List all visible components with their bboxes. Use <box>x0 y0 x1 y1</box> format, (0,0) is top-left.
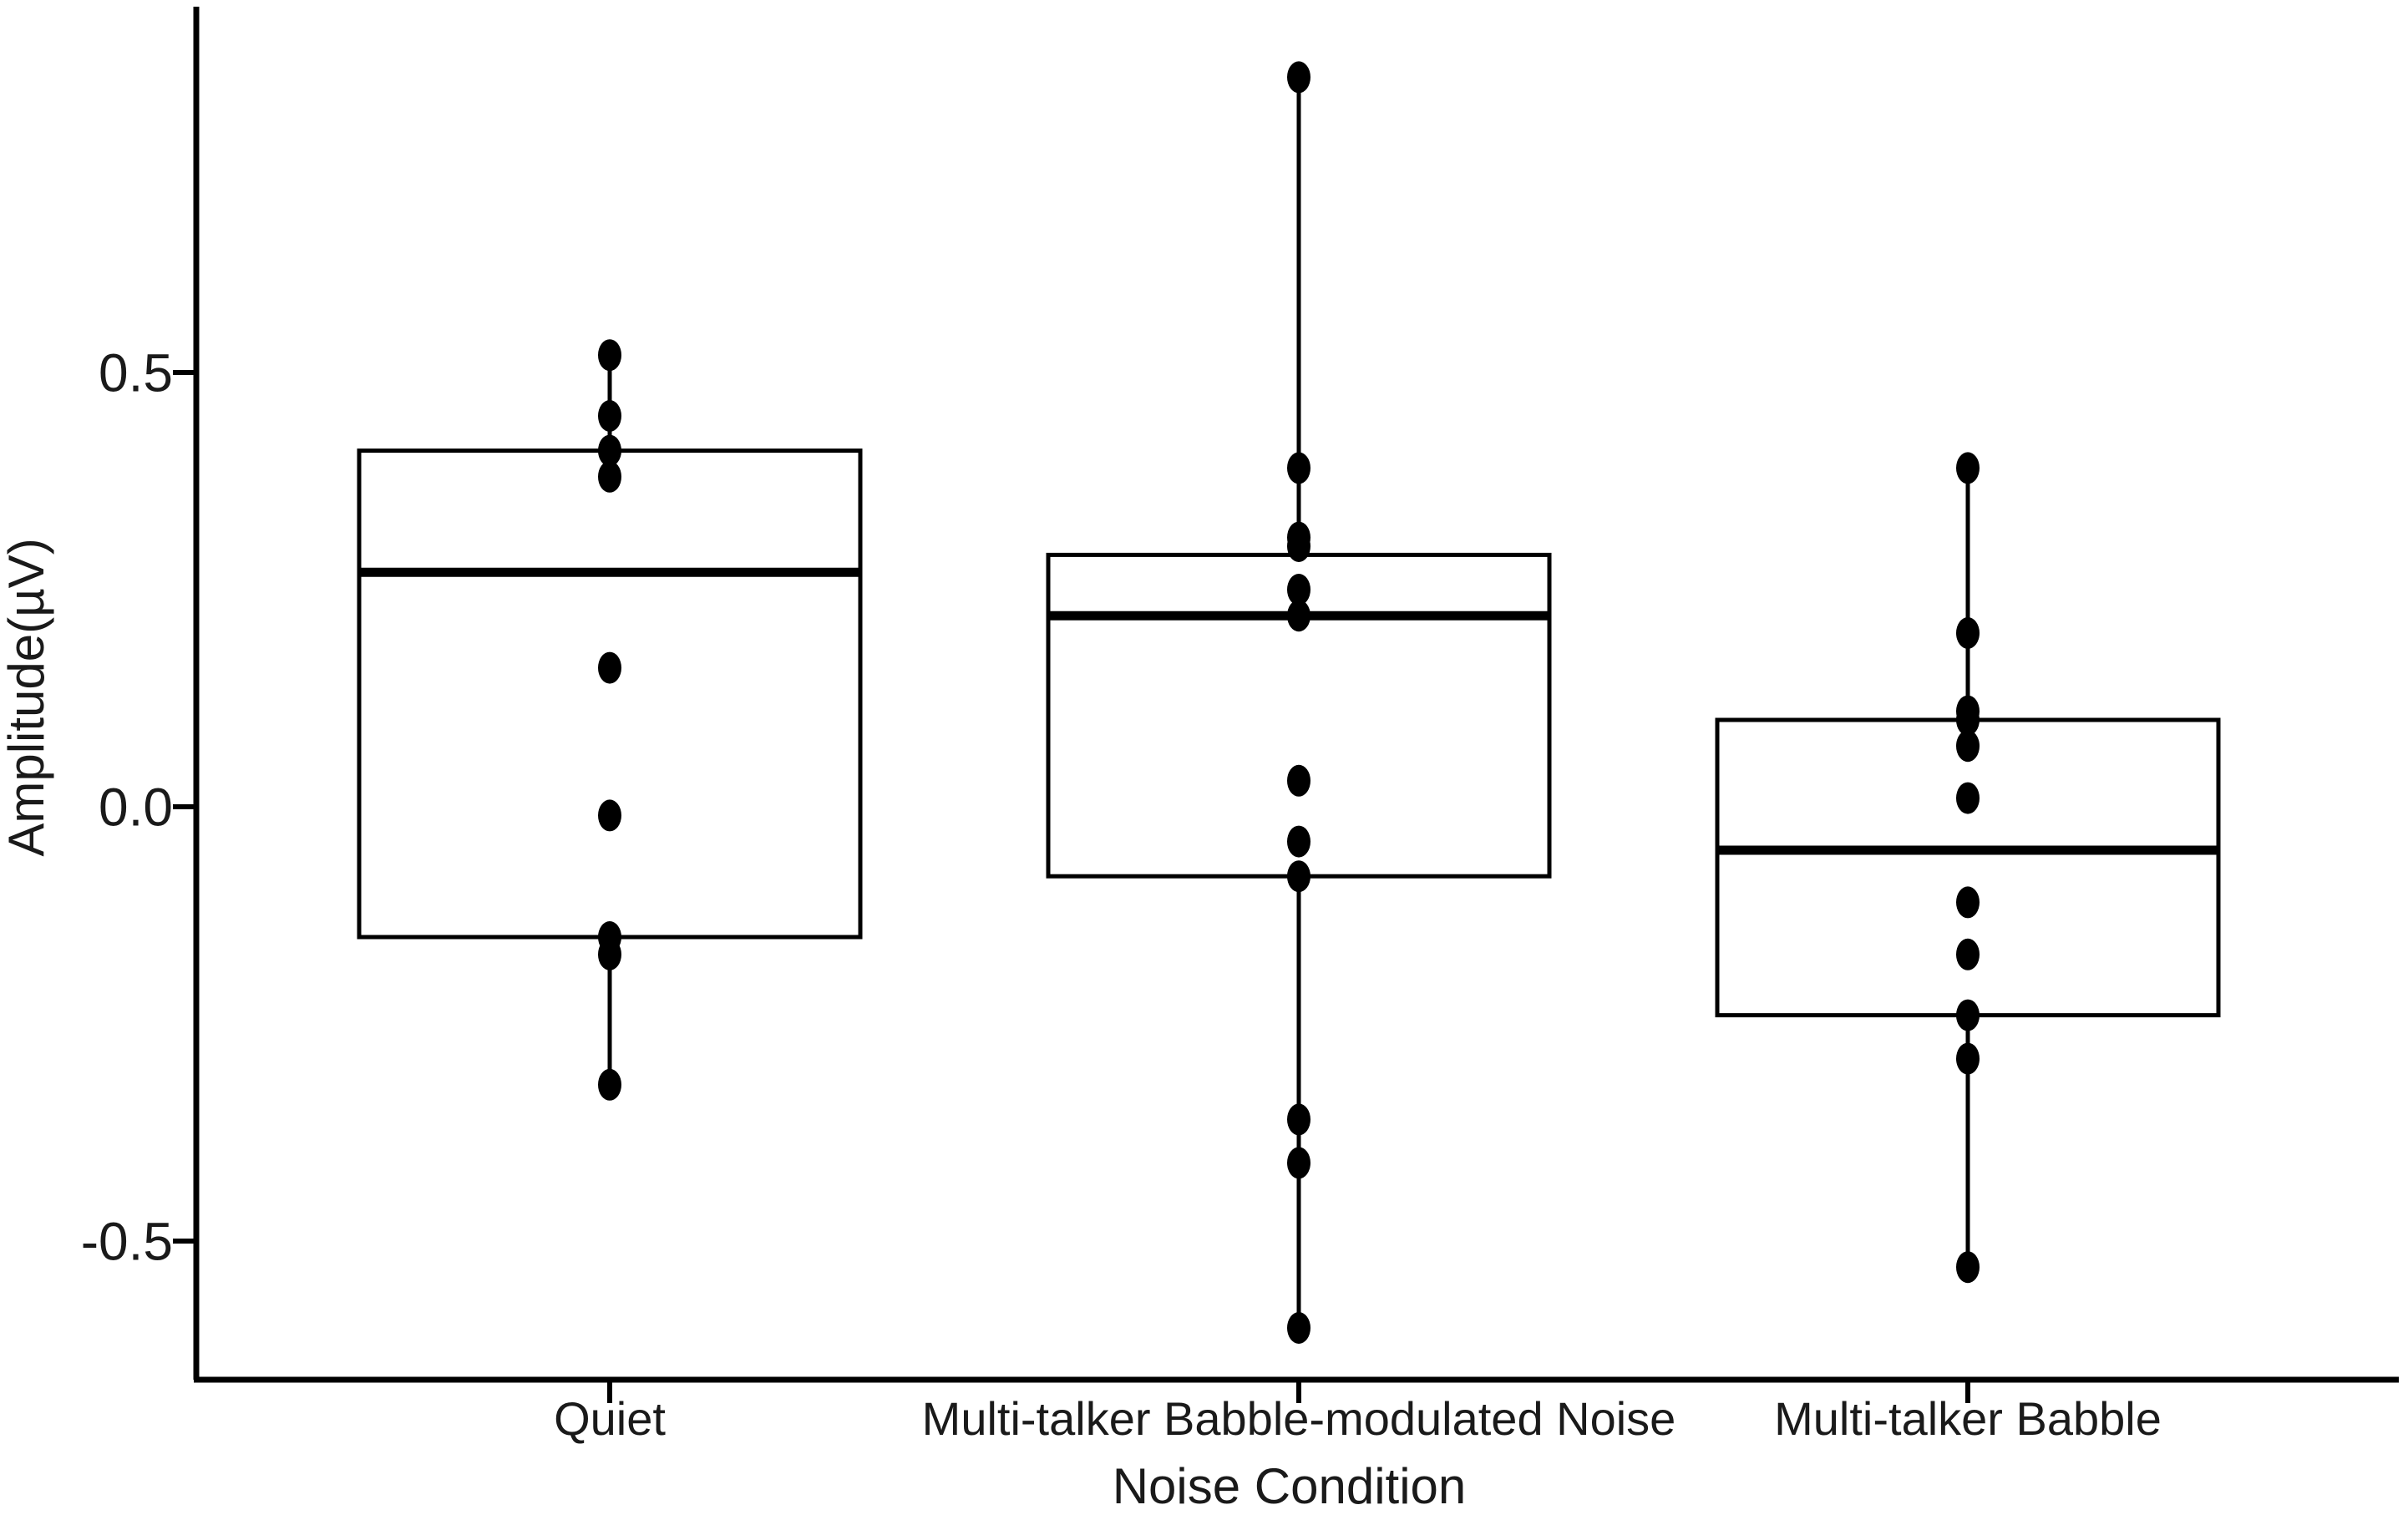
y-tick-label: 0.0 <box>99 777 173 837</box>
y-tick-label: -0.5 <box>81 1211 173 1271</box>
data-point <box>598 339 621 372</box>
data-point <box>1956 1251 1980 1284</box>
x-category-label: Multi-talker Babble <box>1774 1392 2162 1445</box>
y-axis-title: Amplitude(µV) <box>0 538 54 856</box>
data-point <box>1287 1103 1310 1136</box>
y-tick-label: 0.5 <box>99 342 173 403</box>
data-point <box>1287 860 1310 893</box>
data-point <box>1287 764 1310 797</box>
box-1 <box>357 448 863 940</box>
data-point <box>598 400 621 432</box>
data-point <box>598 434 621 467</box>
data-point <box>1287 1147 1310 1179</box>
data-point <box>598 938 621 970</box>
data-point <box>1956 886 1980 919</box>
data-point <box>598 460 621 493</box>
data-point <box>1287 1312 1310 1344</box>
data-point <box>1956 617 1980 649</box>
data-point <box>1287 600 1310 632</box>
x-category-label: Quiet <box>554 1392 666 1445</box>
data-point <box>1287 825 1310 858</box>
data-point <box>1956 999 1980 1031</box>
data-point <box>1956 704 1980 736</box>
data-point <box>1956 1042 1980 1075</box>
data-point <box>1956 730 1980 763</box>
data-point <box>598 651 621 684</box>
data-point <box>1956 938 1980 970</box>
data-point <box>1287 61 1310 94</box>
data-point <box>1287 530 1310 562</box>
x-category-label: Multi-talker Babble-modulated Noise <box>922 1392 1676 1445</box>
box-3 <box>1715 717 2221 1018</box>
data-point <box>1956 452 1980 484</box>
data-point <box>598 1068 621 1101</box>
data-point <box>1956 782 1980 814</box>
data-point <box>1287 574 1310 605</box>
data-point <box>598 799 621 832</box>
data-point <box>1287 452 1310 484</box>
x-axis-title: Noise Condition <box>1113 1458 1467 1514</box>
